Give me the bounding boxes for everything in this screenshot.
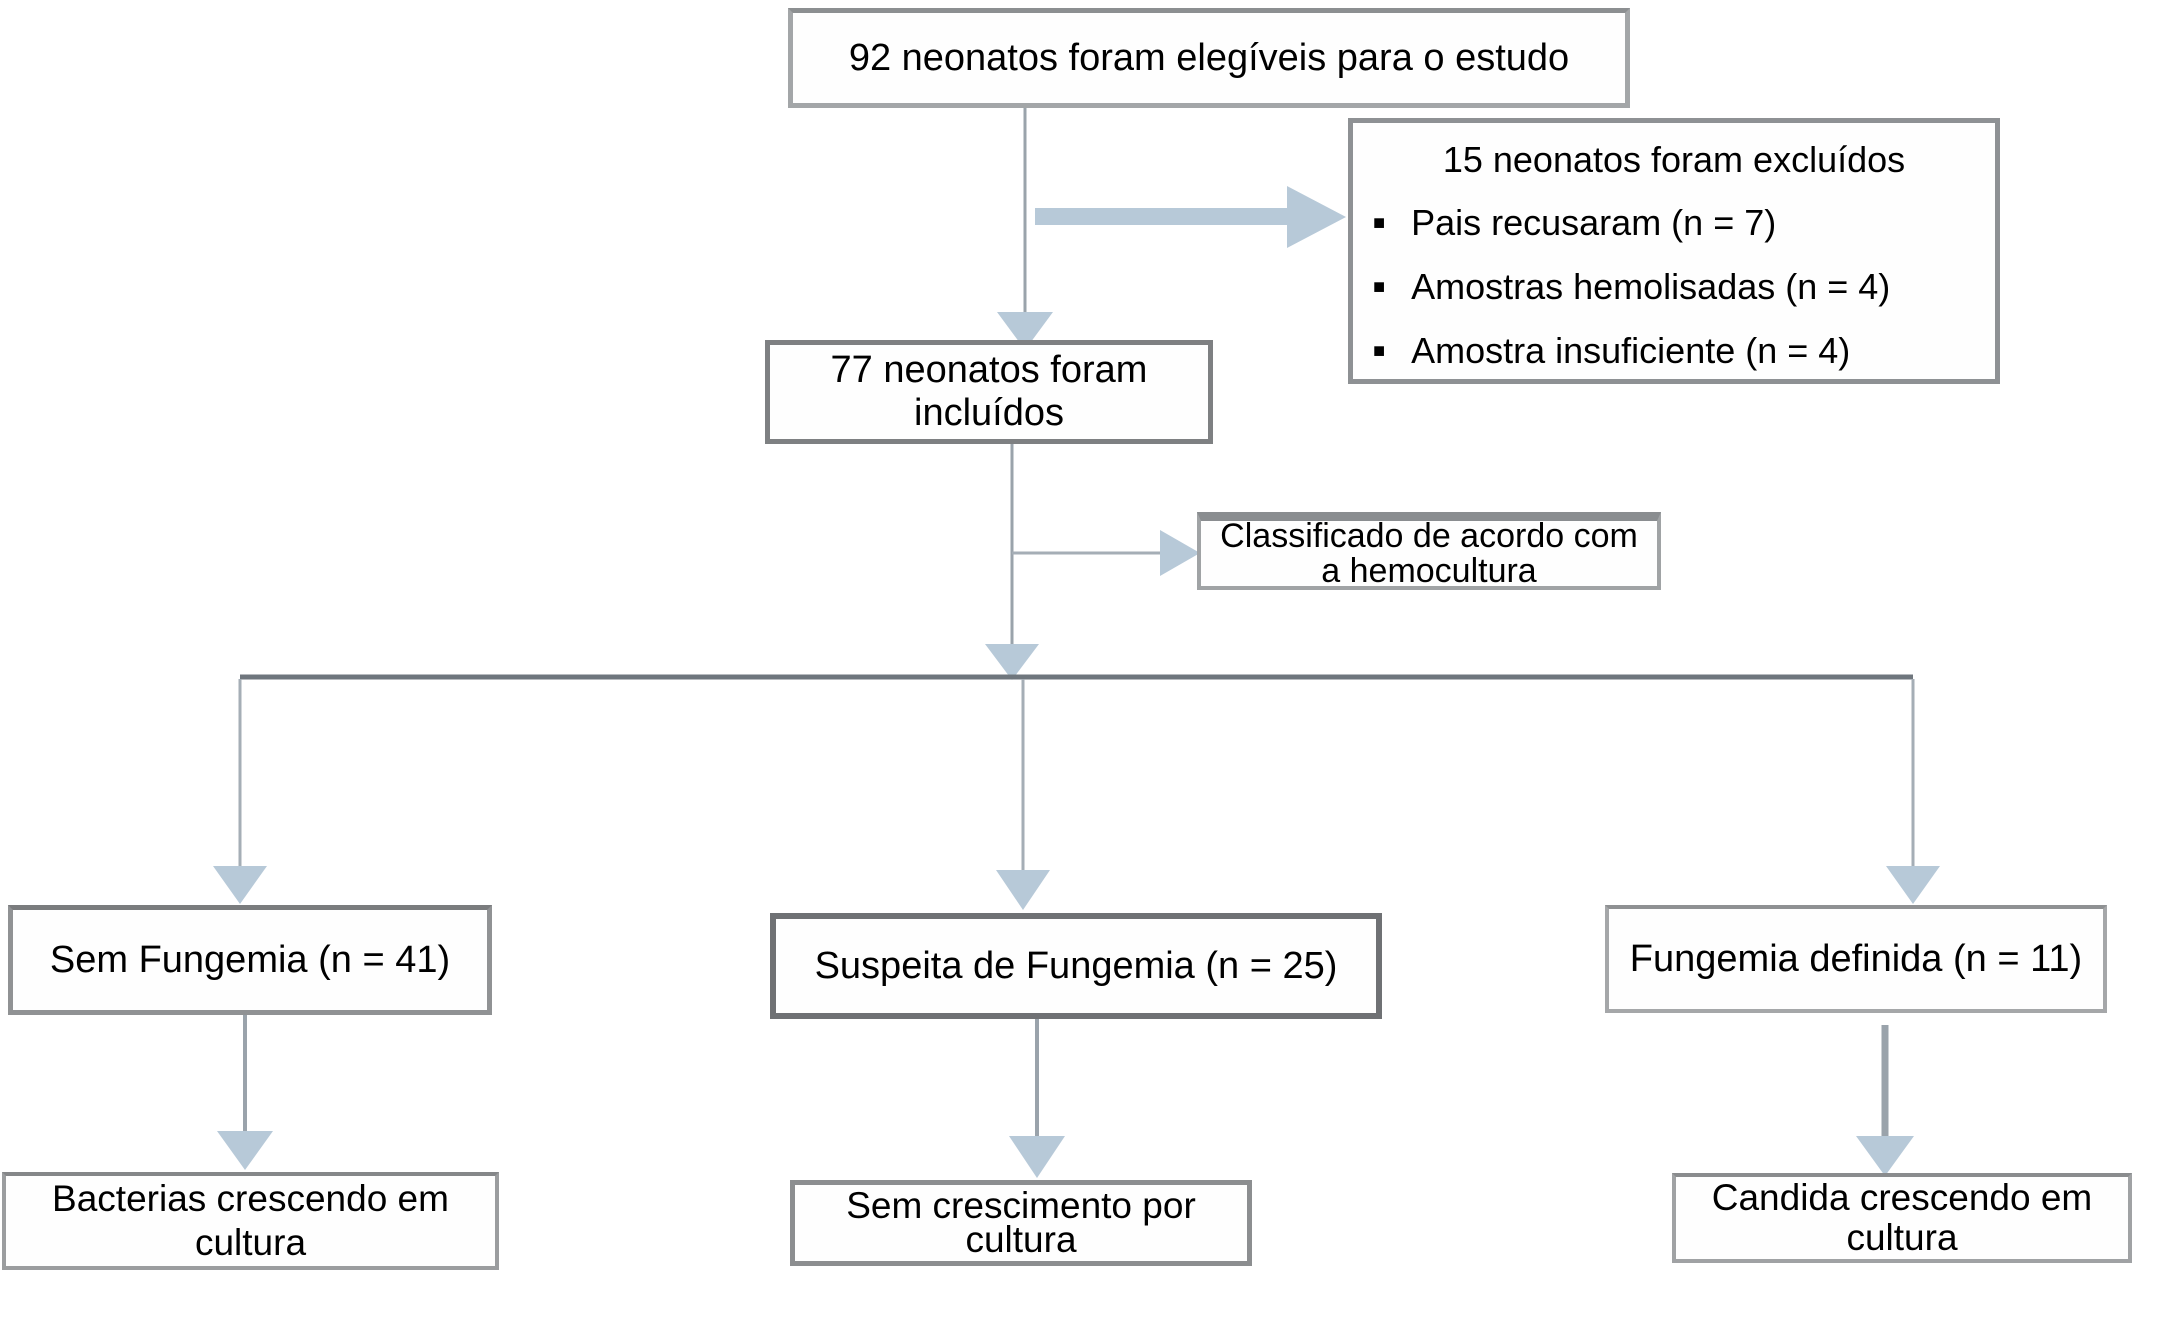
box-candida-line1: Candida crescendo em	[1711, 1177, 2093, 1218]
excluded-item-text: Pais recusaram (n = 7)	[1411, 202, 1777, 243]
box-definite-fungemia-text: Fungemia definida (n = 11)	[1629, 937, 2083, 980]
box-classified-line1: Classificado de acordo com	[1220, 516, 1638, 555]
arrowhead-middle-branch	[996, 870, 1050, 910]
box-bacteria-line1: Bacterias crescendo em	[52, 1178, 449, 1219]
box-eligible: 92 neonatos foram elegíveis para o estud…	[788, 8, 1630, 108]
box-suspected-fungemia: Suspeita de Fungemia (n = 25)	[770, 913, 1382, 1019]
excluded-item-text: Amostra insuficiente (n = 4)	[1411, 330, 1851, 371]
box-classified-line2: a hemocultura	[1321, 551, 1537, 590]
box-eligible-text: 92 neonatos foram elegíveis para o estud…	[848, 36, 1570, 79]
excluded-item-text: Amostras hemolisadas (n = 4)	[1411, 266, 1891, 307]
box-suspected-fungemia-text: Suspeita de Fungemia (n = 25)	[814, 944, 1338, 987]
arrow-excluded-shaft	[1035, 208, 1287, 225]
arrowhead-left-branch	[213, 866, 267, 904]
bullet-square-icon: ■	[1373, 212, 1386, 234]
box-no-fungemia-text: Sem Fungemia (n = 41)	[49, 938, 451, 981]
arrowhead-right-branch	[1886, 866, 1940, 904]
arrowhead-included	[997, 312, 1053, 350]
arrowhead-excluded	[1287, 186, 1346, 248]
box-classified: Classificado de acordo com a hemocultura	[1197, 512, 1661, 590]
box-bacteria-growth: Bacterias crescendo em cultura	[2, 1172, 499, 1270]
arrowhead-candida	[1856, 1136, 1914, 1176]
bullet-square-icon: ■	[1373, 340, 1386, 362]
bullet-square-icon: ■	[1373, 276, 1386, 298]
excluded-item: ■ Pais recusaram (n = 7)	[1369, 191, 1979, 255]
box-included: 77 neonatos foram incluídos	[765, 340, 1213, 444]
arrowhead-junction	[985, 644, 1039, 680]
arrowhead-bacteria	[217, 1131, 273, 1170]
box-no-growth-line1: Sem crescimento por	[846, 1185, 1196, 1226]
excluded-item: ■ Amostra insuficiente (n = 4)	[1369, 319, 1979, 383]
box-no-growth-line2: cultura	[965, 1219, 1077, 1260]
arrowhead-classified	[1160, 530, 1200, 576]
box-excluded-title: 15 neonatos foram excluídos	[1442, 139, 1906, 180]
box-included-text: 77 neonatos foram incluídos	[830, 349, 1148, 434]
excluded-item: ■ Amostras hemolisadas (n = 4)	[1369, 255, 1979, 319]
arrowhead-nogrowth	[1009, 1136, 1065, 1178]
box-no-fungemia: Sem Fungemia (n = 41)	[8, 905, 492, 1015]
box-no-growth: Sem crescimento por cultura	[790, 1180, 1252, 1266]
box-candida-line2: cultura	[1846, 1217, 1958, 1258]
box-definite-fungemia: Fungemia definida (n = 11)	[1605, 905, 2107, 1013]
box-candida-growth: Candida crescendo em cultura	[1672, 1173, 2132, 1263]
box-excluded: 15 neonatos foram excluídos ■ Pais recus…	[1348, 118, 2000, 384]
box-bacteria-line2: cultura	[194, 1222, 307, 1263]
